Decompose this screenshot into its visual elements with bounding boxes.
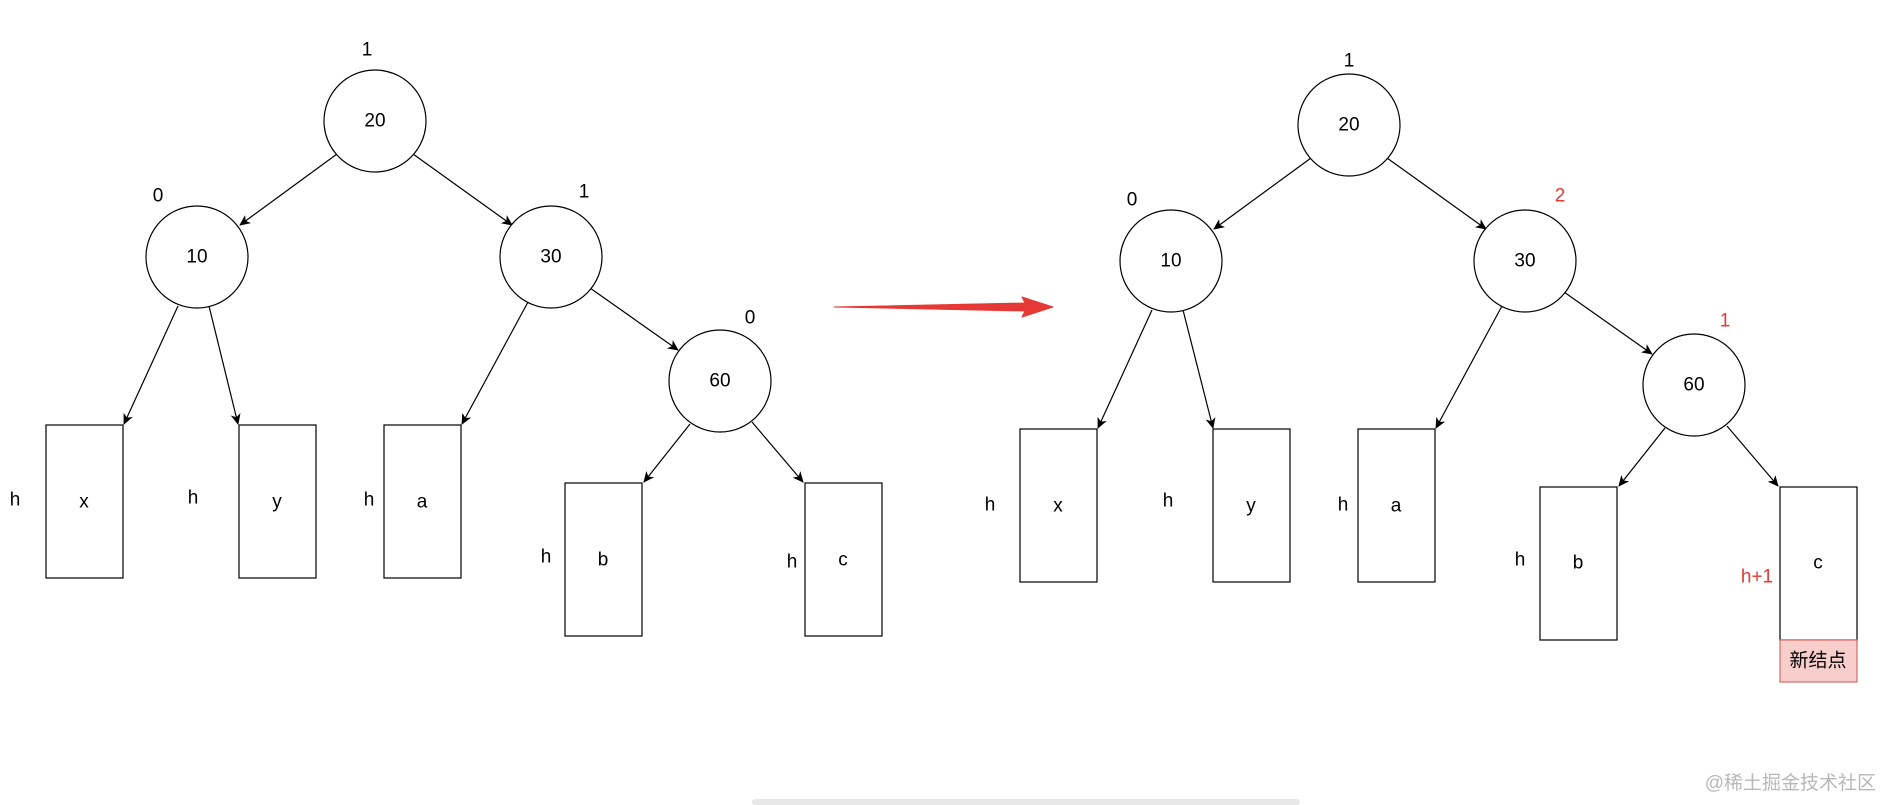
tree-after: 20 1 10 0 30 2 60 1 x h y h [985,51,1858,683]
node-label: 20 [1338,115,1359,136]
edge-10-x [1097,309,1153,429]
node-30: 30 2 [1473,186,1577,313]
node-60: 60 1 [1642,311,1746,437]
watermark: @稀土掘金技术社区 [1705,772,1876,794]
height-label: h+1 [1741,567,1773,588]
balance-factor: 2 [1555,186,1566,207]
subtree-a: a h [1338,428,1436,583]
subtree-label: a [417,492,428,513]
node-10: 10 0 [145,186,249,309]
subtree-label: c [838,550,848,571]
subtree-c: c h+1 [1741,486,1858,641]
edge-10-x [123,305,179,425]
subtree-x: x h [985,428,1098,583]
height-label: h [10,490,21,511]
height-label: h [1163,491,1174,512]
node-30: 30 1 [499,182,603,309]
subtree-a: a h [364,424,462,579]
height-label: h [541,547,552,568]
node-10: 10 0 [1119,190,1223,313]
balance-factor: 1 [1720,311,1731,332]
subtree-y: y h [188,424,317,579]
edge-60-b [1618,427,1666,487]
node-label: 60 [709,371,730,392]
edge-30-60 [1563,291,1653,355]
node-label: 20 [364,111,385,132]
node-60: 60 0 [668,308,772,433]
edge-30-60 [589,287,679,351]
horizontal-scrollbar[interactable] [752,799,1300,805]
balance-factor: 1 [579,182,590,203]
edge-30-a [461,301,529,425]
subtree-label: a [1391,496,1402,517]
edge-20-30 [412,153,513,226]
edge-60-b [643,423,691,483]
edge-30-a [1435,305,1503,429]
subtree-y: y h [1163,428,1291,583]
subtree-label: c [1813,553,1823,574]
transition-arrow [833,296,1054,318]
subtree-b: b h [541,482,643,637]
subtree-c: c h [787,482,883,637]
node-label: 60 [1683,375,1704,396]
new-node-label: 新结点 [1789,650,1846,672]
edge-20-30 [1386,157,1487,230]
subtree-label: b [598,550,609,571]
edge-10-y [208,305,241,425]
height-label: h [787,552,798,573]
node-label: 10 [1160,251,1181,272]
height-label: h [188,488,199,509]
height-label: h [985,495,996,516]
subtree-x: x h [10,424,124,579]
red-arrow-icon [833,296,1054,318]
subtree-label: y [272,492,282,513]
balance-factor: 1 [362,40,373,61]
balance-factor: 0 [1127,190,1138,211]
balance-factor: 0 [745,308,756,329]
node-20: 20 1 [323,40,427,173]
node-label: 10 [186,247,207,268]
subtree-label: y [1246,496,1256,517]
node-label: 30 [540,247,561,268]
height-label: h [1338,495,1349,516]
node-20: 20 1 [1297,51,1401,177]
subtree-label: x [1053,496,1063,517]
height-label: h [1515,550,1526,571]
height-label: h [364,490,375,511]
balance-factor: 1 [1344,51,1355,72]
new-node: 新结点 [1779,639,1858,683]
edge-20-10 [239,153,338,226]
balance-factor: 0 [153,186,164,207]
edge-60-c [751,421,804,483]
subtree-label: b [1573,553,1584,574]
subtree-b: b h [1515,486,1618,641]
edge-10-y [1182,309,1216,429]
node-label: 30 [1514,251,1535,272]
tree-before: 20 1 10 0 30 1 60 0 x h y h [10,40,883,637]
edge-20-10 [1213,157,1312,230]
subtree-label: x [79,492,89,513]
edge-60-c [1726,425,1779,487]
